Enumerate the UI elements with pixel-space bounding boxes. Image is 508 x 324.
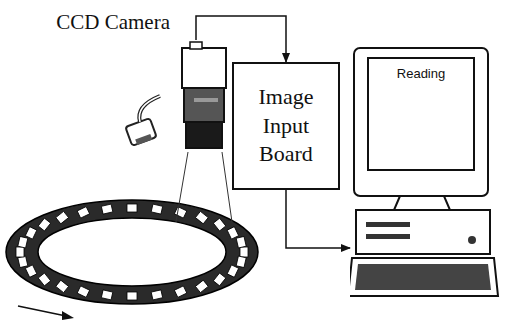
- camera-label: CCD Camera: [56, 10, 170, 35]
- screen-text: Reading: [397, 66, 445, 81]
- turntable: [6, 200, 258, 304]
- box-label: Image Input Board: [240, 83, 332, 169]
- signal-arrow: [286, 190, 350, 248]
- shape: [176, 40, 232, 152]
- shape: [350, 44, 500, 302]
- computer: Reading: [350, 44, 500, 302]
- rotation-arrow: [18, 306, 74, 320]
- light-source: [125, 96, 160, 146]
- process-box: Image Input Board: [232, 62, 340, 190]
- ccd-camera: CCD Camera: [176, 40, 232, 152]
